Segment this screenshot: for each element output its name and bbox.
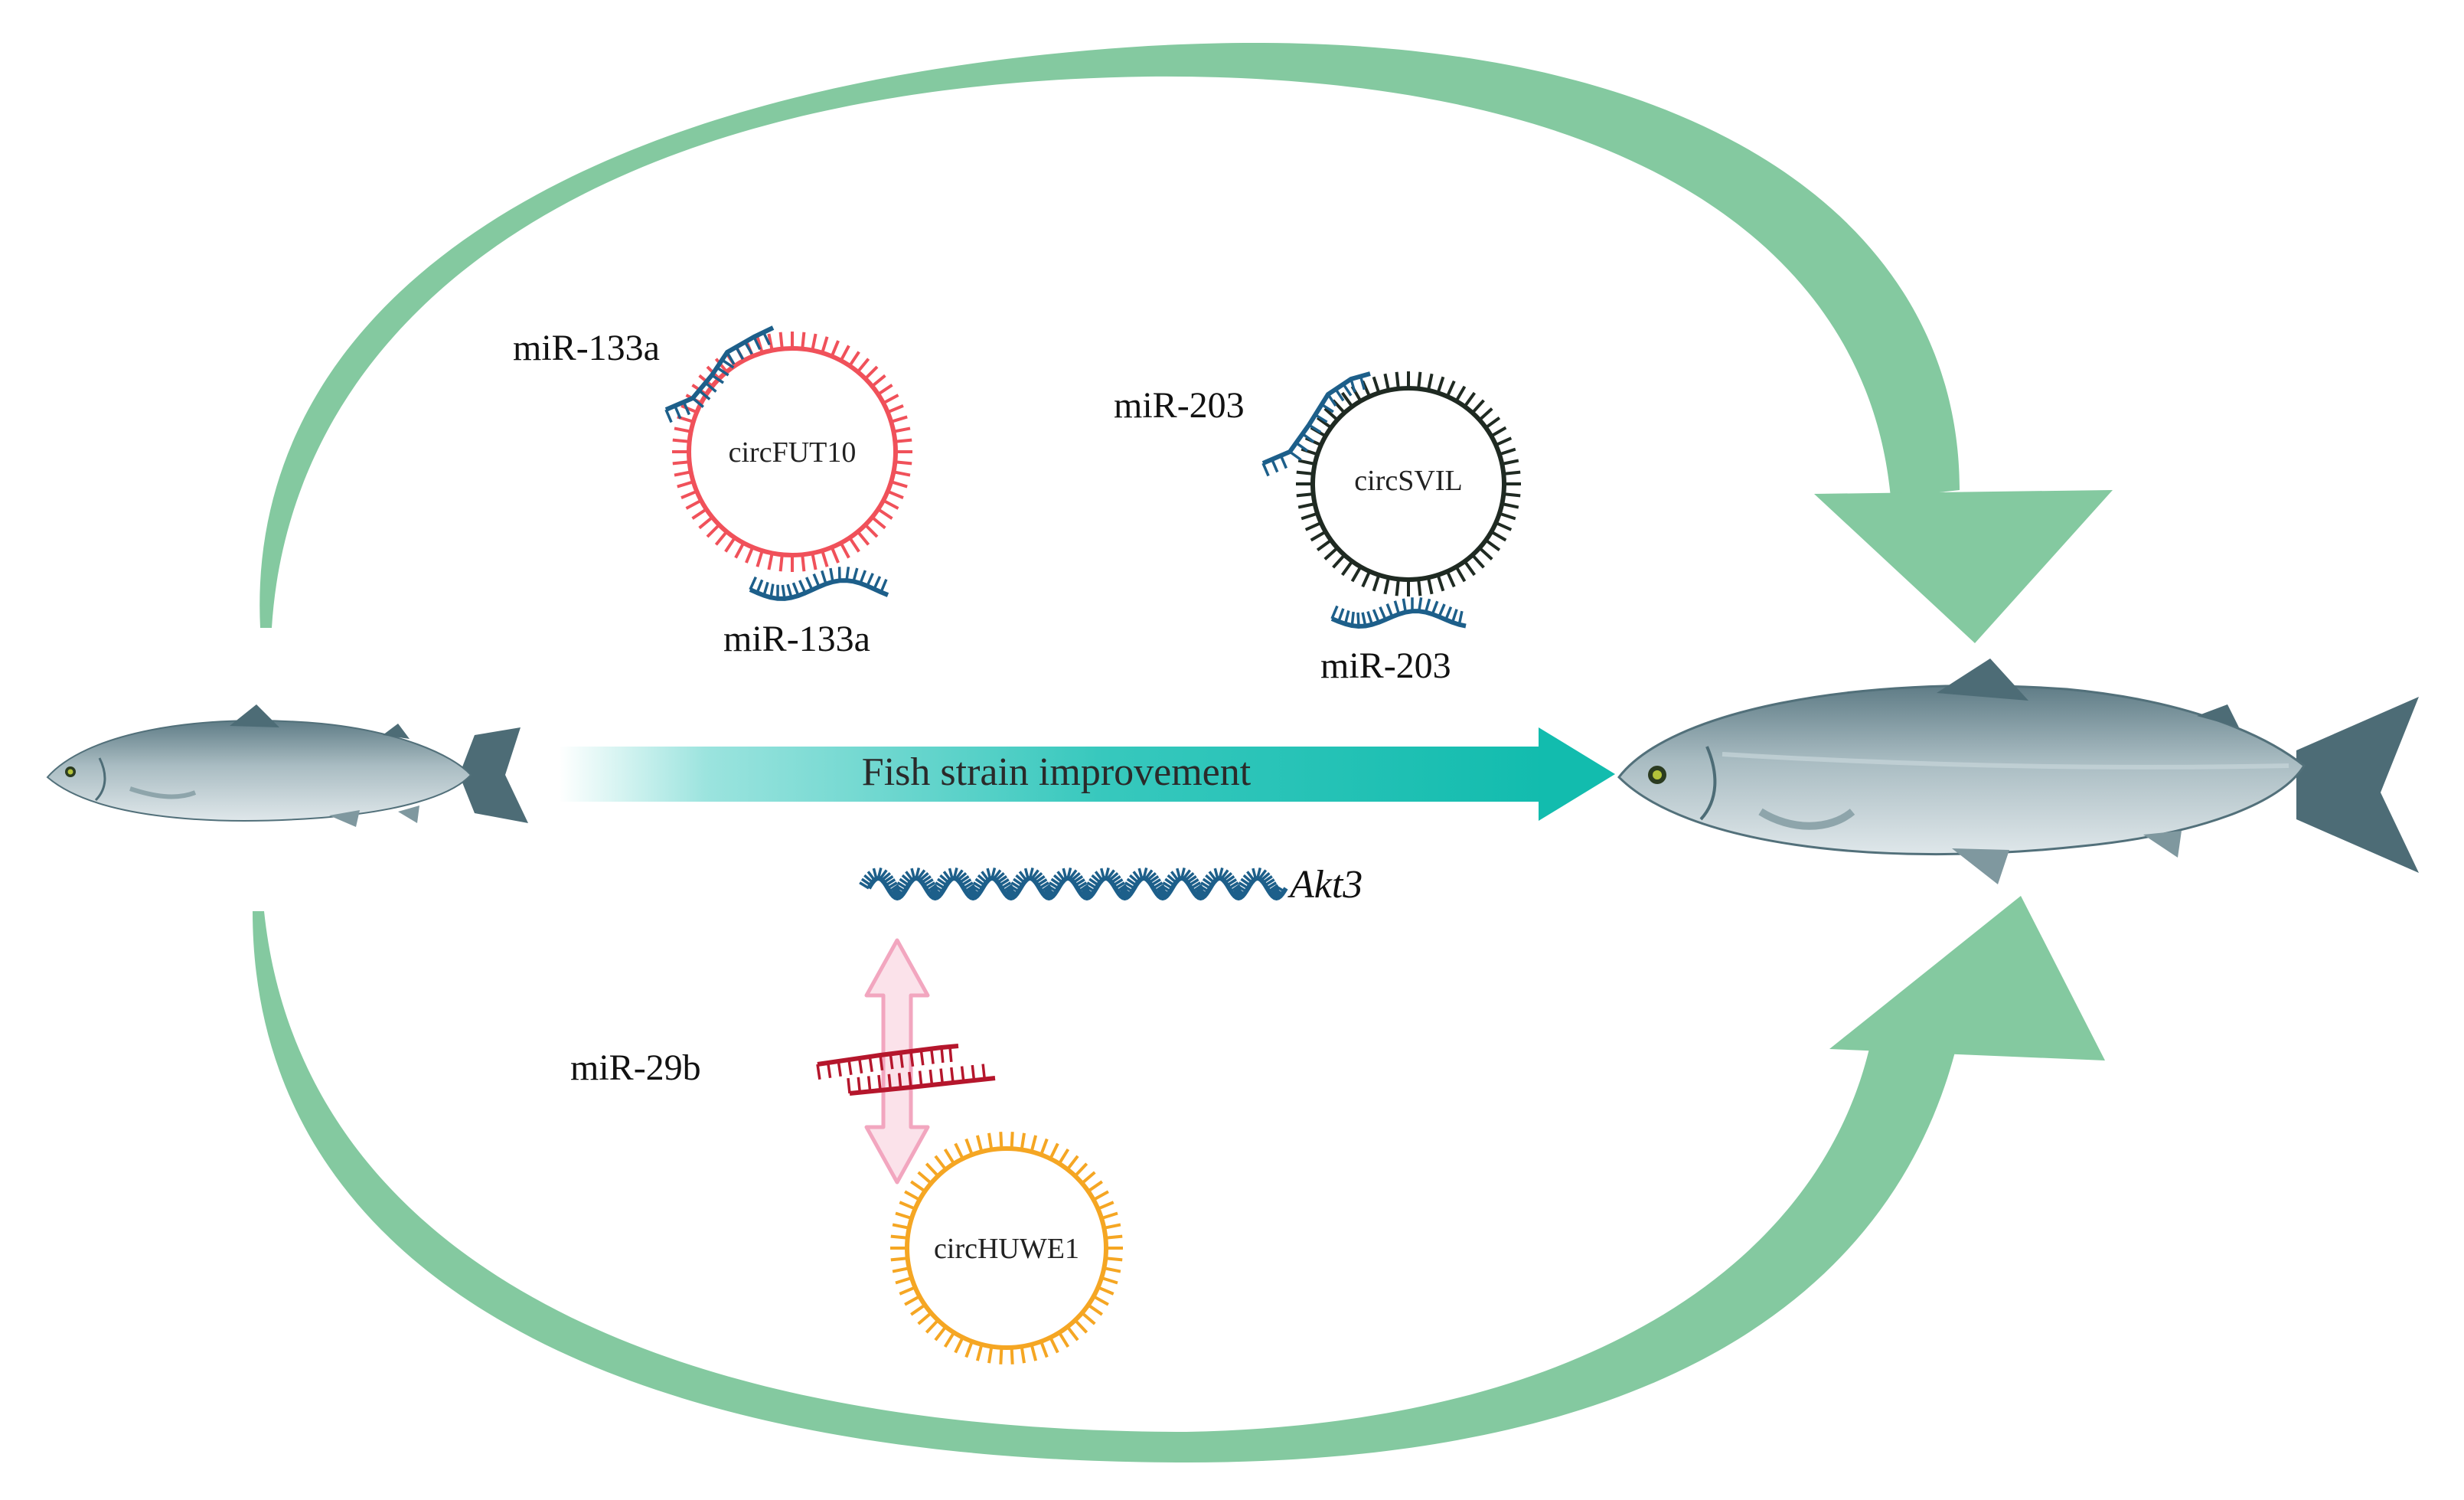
mir203-bottom-strand-icon <box>1330 597 1467 629</box>
mir29b-group: miR-29b <box>570 1044 996 1096</box>
circfut10-group: circFUT10 miR-133a miR-133a <box>513 325 912 659</box>
circhuwe1-circular-rna-icon <box>890 1132 1123 1364</box>
mir133a-bottom-strand-icon <box>749 567 889 601</box>
akt3-group: Akt3 <box>859 863 1363 907</box>
mir29b-strand-upper-icon <box>816 1044 959 1080</box>
mir29b-strand-lower-icon <box>847 1064 996 1096</box>
mir133a-top-strand-icon <box>664 325 775 423</box>
bottom-cycle-arrow <box>253 896 2105 1462</box>
top-cycle-arrow <box>259 42 2113 643</box>
mir29b-label: miR-29b <box>570 1047 701 1088</box>
small-salmon-icon <box>46 704 528 827</box>
akt3-mrna-helix-icon <box>859 867 1288 900</box>
circhuwe1-label: circHUWE1 <box>934 1233 1079 1265</box>
mir203-top-strand-icon <box>1261 371 1371 477</box>
fish-strain-improvement-arrow: Fish strain improvement <box>559 727 1615 821</box>
double-arrow-icon <box>864 938 930 1185</box>
large-salmon-icon <box>1617 658 2419 884</box>
circfut10-label: circFUT10 <box>729 436 857 469</box>
akt3-label: Akt3 <box>1287 863 1363 907</box>
circsvil-label: circSVIL <box>1354 465 1462 497</box>
mir133a-top-label: miR-133a <box>513 328 660 368</box>
circhuwe1-group: circHUWE1 <box>890 1132 1123 1364</box>
circsvil-group: circSVIL miR-203 miR-203 <box>1114 371 1521 686</box>
fish-strain-improvement-label: Fish strain improvement <box>862 750 1252 794</box>
mir203-bottom-label: miR-203 <box>1320 645 1451 686</box>
circsvil-circular-rna-icon <box>1296 371 1521 596</box>
mir203-top-label: miR-203 <box>1114 385 1245 426</box>
circfut10-circular-rna-icon <box>672 332 912 572</box>
mir133a-bottom-label: miR-133a <box>723 619 870 659</box>
